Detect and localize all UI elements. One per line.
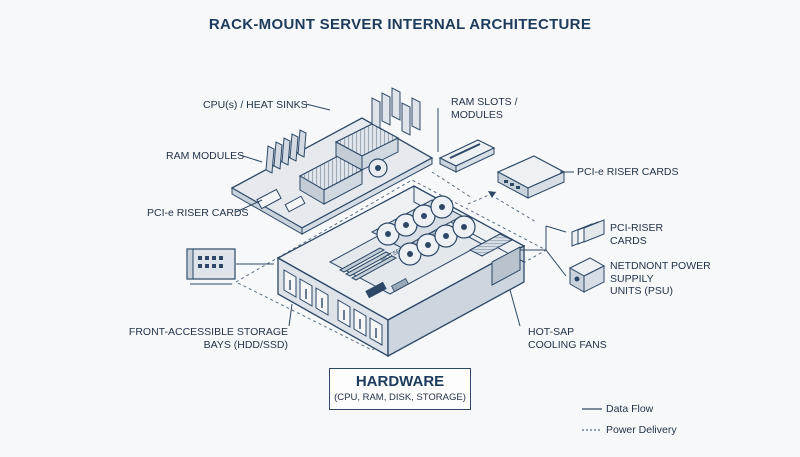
pci-riser-cards <box>571 219 605 247</box>
label-pci-riser-line1: PCI-RISER <box>610 222 664 234</box>
label-storage-bays: FRONT-ACCESSIBLE STORAGE BAYS (HDD/SSD) <box>118 326 288 351</box>
diagram-title: RACK-MOUNT SERVER INTERNAL ARCHITECTURE <box>208 16 592 33</box>
label-pcie-riser-left: PCI-e RISER CARDS <box>147 207 249 219</box>
label-cpu-heat-sinks: CPU(s) / HEAT SINKS <box>203 99 308 111</box>
leader-lines <box>235 103 574 327</box>
label-fans-line2: COOLING FANS <box>528 338 607 351</box>
label-pci-riser: PCI-RISER CARDS <box>610 222 663 247</box>
label-pci-riser-line2: CARDS <box>610 234 647 247</box>
label-storage-line2: BAYS (HDD/SSD) <box>203 338 288 351</box>
label-ram-slots-line1: RAM SLOTS / <box>451 96 518 108</box>
psu-unit <box>568 257 606 293</box>
switch-device <box>496 155 566 199</box>
cooling-fans <box>370 195 514 266</box>
server-chassis: MOTSERHIAE SUSSB <box>234 179 548 358</box>
label-psu: NETDNONT POWER SUPPILY UNITS (PSU) <box>610 260 711 298</box>
label-fans-line1: HOT-SAP <box>528 326 575 338</box>
label-storage-line1: FRONT-ACCESSIBLE STORAGE <box>128 326 288 338</box>
label-ram-slots: RAM SLOTS / MODULES <box>451 96 518 121</box>
label-psu-line1: NETDNONT POWER <box>610 260 711 272</box>
label-pcie-riser-right: PCI-e RISER CARDS <box>577 166 679 178</box>
label-psu-line3: UNITS (PSU) <box>610 285 673 297</box>
hardware-title: HARDWARE <box>355 373 445 390</box>
hardware-subtitle: (CPU, RAM, DISK, STORAGE) <box>334 392 466 403</box>
ram-slots-device <box>438 139 496 173</box>
label-ram-slots-line2: MODULES <box>451 108 503 121</box>
label-psu-line2: SUPPILY <box>610 272 654 285</box>
label-cooling-fans: HOT-SAP COOLING FANS <box>528 326 607 351</box>
hardware-box: HARDWARE (CPU, RAM, DISK, STORAGE) <box>329 368 471 410</box>
legend-power-delivery: Power Delivery <box>606 424 677 436</box>
motherboard-module <box>230 87 434 235</box>
legend-data-flow: Data Flow <box>606 403 654 415</box>
label-ram-modules: RAM MODULES <box>166 150 245 162</box>
nic-card <box>186 248 236 285</box>
